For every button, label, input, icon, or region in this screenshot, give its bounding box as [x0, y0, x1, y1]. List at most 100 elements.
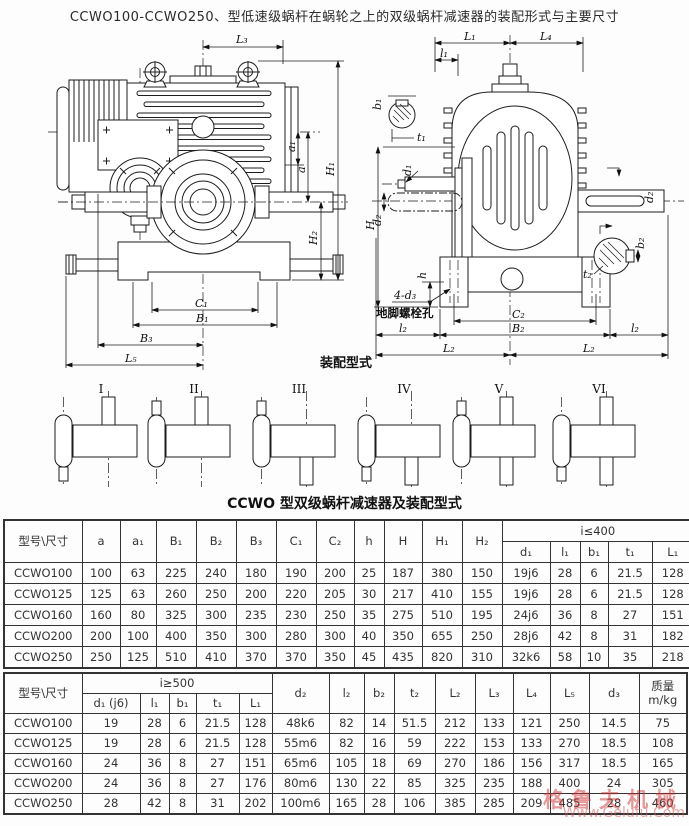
value-cell: 24: [81, 773, 141, 794]
value-cell: 230: [275, 604, 317, 626]
value-cell: 65m6: [271, 753, 330, 774]
dim-L5: L₅: [124, 352, 137, 365]
value-cell: 24: [81, 753, 141, 774]
value-cell: 75: [638, 713, 688, 734]
dim-a1: a₁: [285, 141, 298, 152]
value-cell: 28: [81, 793, 141, 815]
dim-l1: l₁: [440, 47, 448, 60]
assembly-type-III: III: [243, 381, 343, 489]
bolt-note-callout: 4-d₃: [393, 289, 416, 302]
dim-l2-left: l₂: [399, 322, 407, 335]
assembly-type-label: IV: [397, 382, 411, 396]
value-cell: 200: [235, 583, 277, 605]
value-cell: 19: [81, 713, 141, 734]
value-cell: 250: [549, 713, 590, 734]
value-cell: 125: [119, 646, 157, 669]
value-cell: 325: [155, 604, 197, 626]
value-cell: 300: [315, 625, 355, 647]
dim-C2: C₂: [512, 308, 525, 321]
input-shaft-stub: [456, 400, 467, 416]
value-cell: 100m6: [271, 793, 330, 815]
value-cell: 51.5: [393, 713, 436, 734]
col-header: L₁: [238, 693, 273, 714]
value-cell: 182: [651, 625, 689, 647]
value-cell: 128: [238, 733, 273, 754]
col-header: C₂: [315, 519, 355, 563]
input-shaft: [552, 414, 571, 468]
value-cell: 151: [238, 753, 273, 774]
value-cell: 10: [579, 646, 609, 669]
value-cell: 300: [195, 604, 237, 626]
value-cell: 350: [195, 625, 237, 647]
value-cell: 18: [363, 753, 395, 774]
assembly-type-IV: IV: [348, 381, 448, 489]
value-cell: 128: [651, 562, 689, 584]
value-cell: 202: [238, 793, 273, 815]
side-view: d₂ b₁ t₁ d₁ d₂ b₂ t₂ L₁ L₄ l₁: [364, 30, 684, 365]
value-cell: 8: [168, 753, 197, 774]
value-cell: 82: [328, 713, 365, 734]
value-cell: 63: [119, 583, 157, 605]
value-cell: 19: [81, 733, 141, 754]
value-cell: 260: [155, 583, 197, 605]
dim-d2-right: d₂: [643, 192, 656, 203]
dim-h: h: [416, 272, 429, 279]
value-cell: 820: [421, 646, 463, 669]
value-cell: 510: [421, 604, 463, 626]
value-cell: 59: [393, 733, 436, 754]
value-cell: 250: [315, 604, 355, 626]
reducer-body: [375, 424, 441, 458]
col-header: t₂: [393, 672, 436, 714]
input-shaft: [357, 414, 376, 468]
value-cell: 133: [474, 713, 514, 734]
value-cell: 35: [353, 604, 385, 626]
input-shaft-stub: [256, 400, 267, 416]
value-cell: 195: [461, 604, 503, 626]
col-header: d₂: [271, 672, 330, 714]
dim-L3: L₃: [235, 33, 248, 46]
model-column-header: 型号\尺寸: [3, 519, 83, 563]
output-shaft-down: [499, 456, 514, 486]
value-cell: 121: [512, 713, 551, 734]
value-cell: 22: [363, 773, 395, 794]
value-cell: 435: [383, 646, 423, 669]
value-cell: 100: [81, 562, 121, 584]
assembly-type-diagram: II: [147, 382, 231, 487]
value-cell: 380: [421, 562, 463, 584]
row-header-model: CCWO100: [3, 562, 83, 584]
value-cell: 165: [328, 793, 365, 815]
value-cell: 18.5: [588, 733, 640, 754]
ratio-group-header: i≤400: [501, 519, 689, 542]
value-cell: 19j6: [501, 583, 551, 605]
watermark-url: Www.Gelufu.Com: [562, 805, 685, 821]
value-cell: 21.5: [195, 733, 240, 754]
value-cell: 27: [607, 604, 653, 626]
input-shaft-stub: [556, 466, 567, 482]
col-header: B₃: [235, 519, 277, 563]
value-cell: 14.5: [588, 713, 640, 734]
technical-drawing: L₃ a₁ a H₁ H₂ C₁ B₁ B₃ L₅: [48, 30, 684, 371]
col-header: L₅: [549, 672, 590, 714]
front-view: L₃ a₁ a H₁ H₂ C₁ B₁ B₃ L₅: [48, 33, 348, 370]
dim-a: a: [295, 166, 308, 173]
value-cell: 460: [638, 793, 688, 815]
value-cell: 6: [579, 583, 609, 605]
output-shaft-down: [599, 456, 614, 486]
assembly-type-label: III: [292, 382, 306, 396]
input-shaft: [54, 414, 73, 468]
value-cell: 36: [139, 773, 170, 794]
dim-l2-right: l₂: [631, 322, 639, 335]
assembly-type-label: VI: [591, 382, 606, 396]
row-header-model: CCWO125: [3, 583, 83, 605]
watermark-text: 格鲁夫机械: [543, 788, 683, 812]
input-shaft-stub: [361, 466, 372, 482]
value-cell: 400: [155, 625, 197, 647]
